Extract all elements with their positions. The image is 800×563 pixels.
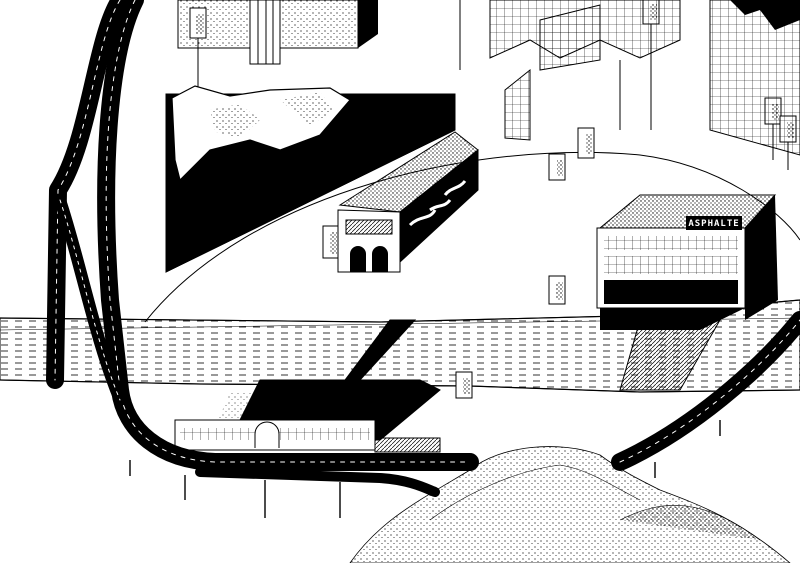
highway-pillars [99,140,721,518]
top-block-building [177,0,378,65]
foreground-rock [349,446,791,563]
asphalte-sign [686,216,742,230]
asphalte-sign-text: ASPHALTE [688,219,739,229]
black-panel-artwork [165,85,456,273]
arcade-building [337,131,479,273]
grid-tower [459,0,681,141]
asphalte-building: ASPHALTE [596,194,778,330]
grand-staircase [619,319,721,391]
ruin-wall [709,0,800,156]
highway [46,0,800,497]
pier-station [174,319,441,453]
